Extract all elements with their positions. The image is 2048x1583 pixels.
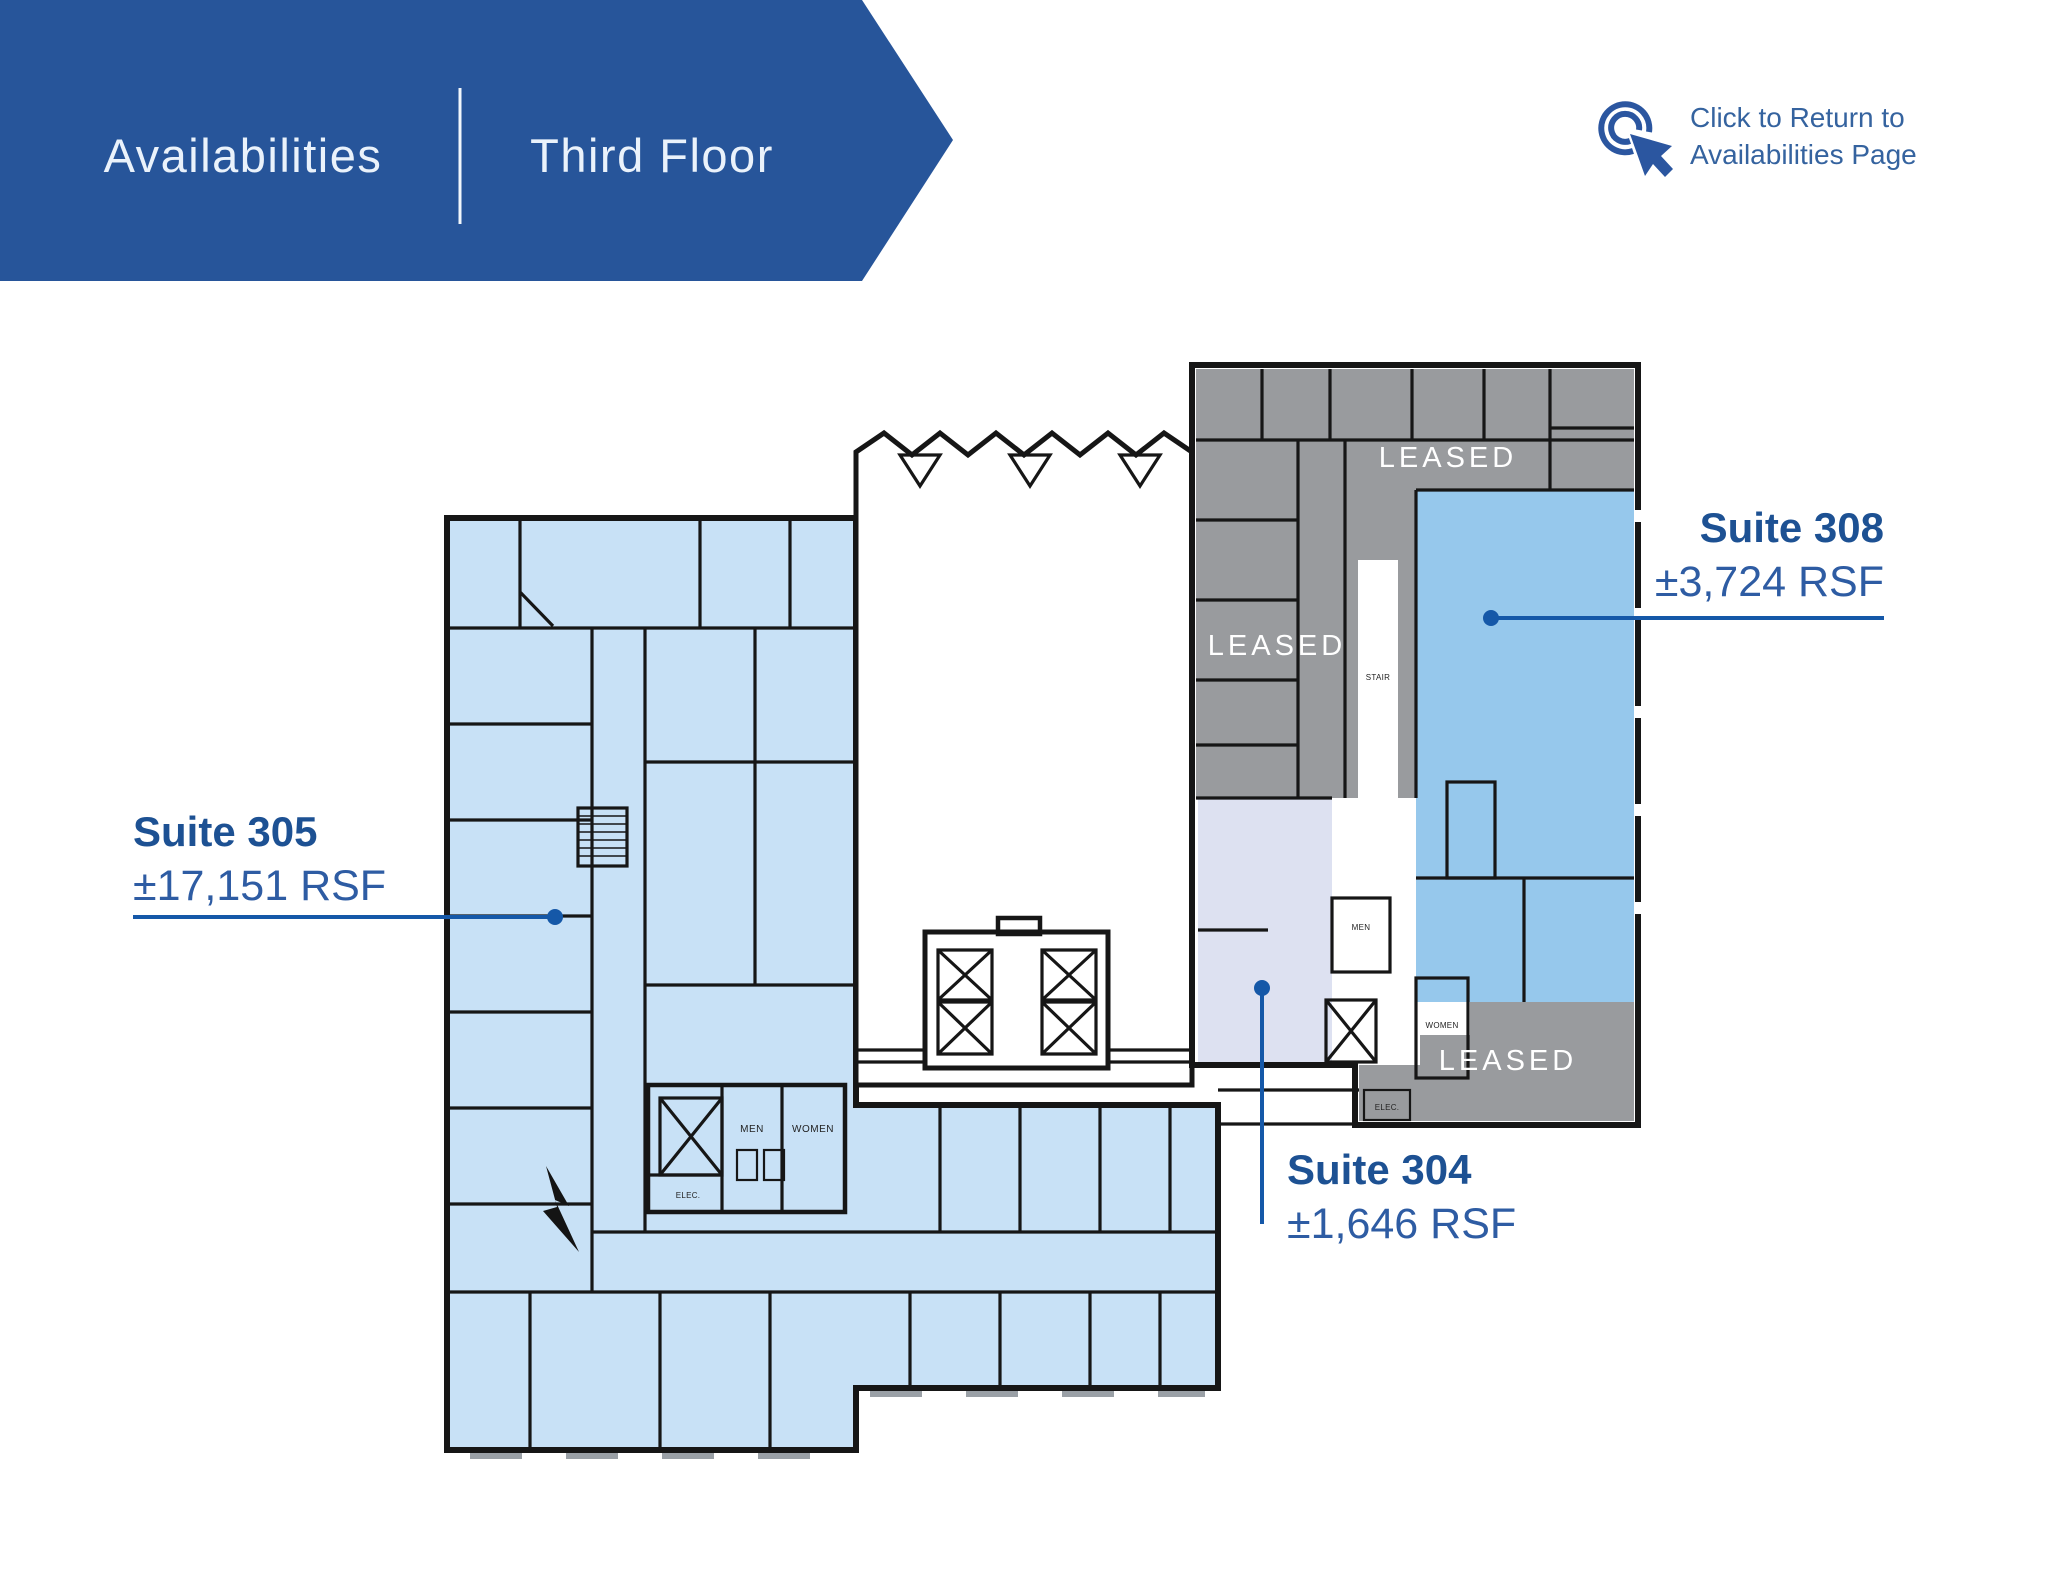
suite-305-dot [547, 909, 563, 925]
women-room-right [1414, 976, 1470, 1080]
women-room-right-label: WOMEN [1425, 1021, 1458, 1030]
suite-304-dot [1254, 980, 1270, 996]
men-room-label: MEN [740, 1124, 764, 1135]
leased-area-bottom [1359, 1002, 1634, 1121]
header-banner: Availabilities Third Floor [0, 0, 953, 281]
stairwell [576, 806, 629, 868]
corridor [1332, 798, 1416, 1062]
stair-label: STAIR [1366, 673, 1390, 682]
corridor-stair [1358, 560, 1398, 798]
connecting-corridor [1218, 1088, 1359, 1126]
elevator-core [856, 915, 1192, 1071]
return-link[interactable]: Click to Return to Availabilities Page [1598, 101, 1917, 177]
page-title: Availabilities [104, 129, 383, 182]
atrium-bay-notches [897, 453, 1163, 489]
elec-room-right [1362, 1088, 1412, 1122]
north-arrow-icon [543, 1166, 579, 1252]
window-sills [470, 1391, 1205, 1459]
right-building-partitions [1196, 369, 1634, 1002]
leased-label-bottom: LEASED [1439, 1045, 1577, 1077]
suite-308-closet [1445, 780, 1497, 880]
restroom-core: MEN WOMEN ELEC. [645, 1082, 848, 1215]
elec-room-right-label: ELEC. [1375, 1103, 1400, 1112]
click-cursor-icon [1598, 101, 1673, 177]
leased-label-top: LEASED [1379, 442, 1517, 474]
suite-308-name: Suite 308 [1700, 504, 1884, 551]
right-building-outline [1189, 362, 1641, 1128]
right-building: MEN WOMEN STAIR ELEC. LEASED LEASED LEAS… [1189, 362, 1642, 1128]
floorplan: MEN WOMEN ELEC. MEN [133, 362, 1884, 1459]
suite-305-rsf: ±17,151 RSF [133, 862, 386, 910]
elec-room-label: ELEC. [676, 1191, 701, 1200]
return-link-line1: Click to Return to [1690, 102, 1905, 133]
banner-arrow-shape [0, 0, 953, 281]
women-room-label: WOMEN [792, 1124, 834, 1135]
suite-308-dot [1483, 610, 1499, 626]
leased-label-left: LEASED [1208, 630, 1346, 662]
suite-305-callout: Suite 305 ±17,151 RSF [133, 808, 563, 925]
atrium [853, 429, 1195, 1088]
suite-304-callout: Suite 304 ±1,646 RSF [1254, 980, 1516, 1248]
men-room-right-label: MEN [1352, 923, 1371, 932]
men-room-right [1330, 896, 1392, 974]
suite-304-name: Suite 304 [1287, 1146, 1472, 1193]
suite-304-rsf: ±1,646 RSF [1287, 1200, 1516, 1248]
floor-title: Third Floor [530, 129, 774, 182]
suite-305-partitions [447, 518, 1218, 1450]
suite-305-name: Suite 305 [133, 808, 317, 855]
return-link-line2: Availabilities Page [1690, 139, 1917, 170]
suite-308-rsf: ±3,724 RSF [1655, 558, 1884, 606]
suite-308-callout: Suite 308 ±3,724 RSF [1483, 504, 1884, 626]
